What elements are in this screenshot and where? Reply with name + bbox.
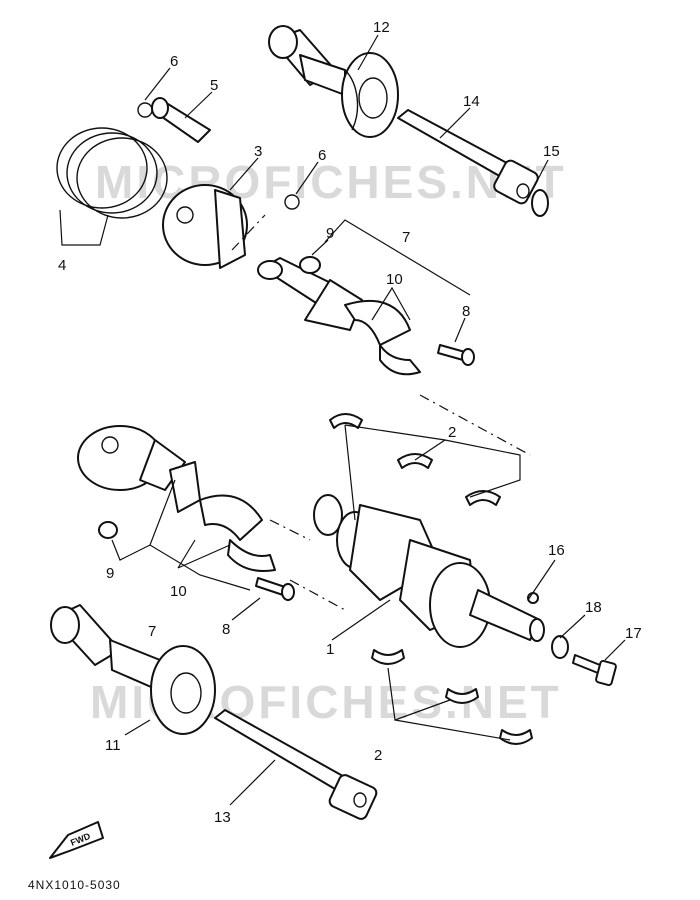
piston-pin-5[interactable]: [151, 97, 211, 143]
callout-18: 18: [585, 599, 602, 616]
callout-10b: 10: [170, 583, 187, 600]
callout-1: 1: [326, 641, 334, 658]
shaft-13[interactable]: [214, 709, 378, 821]
shaft-14[interactable]: [397, 109, 540, 205]
circlip-6b[interactable]: [284, 194, 300, 210]
drawing-code: 4NX1010-5030: [28, 878, 121, 892]
callout-14: 14: [463, 93, 480, 110]
callout-17: 17: [625, 625, 642, 642]
connecting-rod-7-upper[interactable]: [257, 257, 421, 376]
callout-9b: 9: [106, 565, 114, 582]
piston-rings-4[interactable]: [56, 127, 168, 219]
connecting-rod-7-lower[interactable]: [169, 461, 276, 572]
callout-9a: 9: [326, 225, 334, 242]
callout-3: 3: [254, 143, 262, 160]
fwd-arrow-icon: FWD: [49, 821, 104, 859]
nut-9a[interactable]: [299, 256, 321, 274]
balancer-shaft-11[interactable]: [50, 604, 216, 735]
callout-16: 16: [548, 542, 565, 559]
callout-13: 13: [214, 809, 231, 826]
o-ring-15[interactable]: [531, 189, 549, 217]
bolt-8b[interactable]: [255, 577, 295, 601]
callout-7a: 7: [402, 229, 410, 246]
callout-4: 4: [58, 257, 66, 274]
leader-lines: [59, 34, 626, 806]
callout-6b: 6: [318, 147, 326, 164]
callout-7b: 7: [148, 623, 156, 640]
callout-2b: 2: [374, 747, 382, 764]
callout-6: 6: [170, 53, 178, 70]
bolt-8a[interactable]: [437, 344, 475, 366]
nut-9b[interactable]: [98, 521, 118, 539]
bolt-17[interactable]: [572, 654, 617, 687]
callout-10a: 10: [386, 271, 403, 288]
piston-lower[interactable]: [77, 425, 186, 491]
balancer-shaft-12[interactable]: [268, 25, 399, 138]
crankshaft-1[interactable]: [313, 494, 545, 648]
callout-2a: 2: [448, 424, 456, 441]
circlip-6a[interactable]: [137, 102, 153, 118]
washer-18[interactable]: [551, 635, 569, 659]
callout-8b: 8: [222, 621, 230, 638]
callout-15: 15: [543, 143, 560, 160]
callout-5: 5: [210, 77, 218, 94]
piston-3[interactable]: [162, 184, 248, 269]
callout-8a: 8: [462, 303, 470, 320]
bearing-2-set[interactable]: [329, 413, 533, 745]
callout-12: 12: [373, 19, 390, 36]
callout-11: 11: [105, 737, 121, 754]
